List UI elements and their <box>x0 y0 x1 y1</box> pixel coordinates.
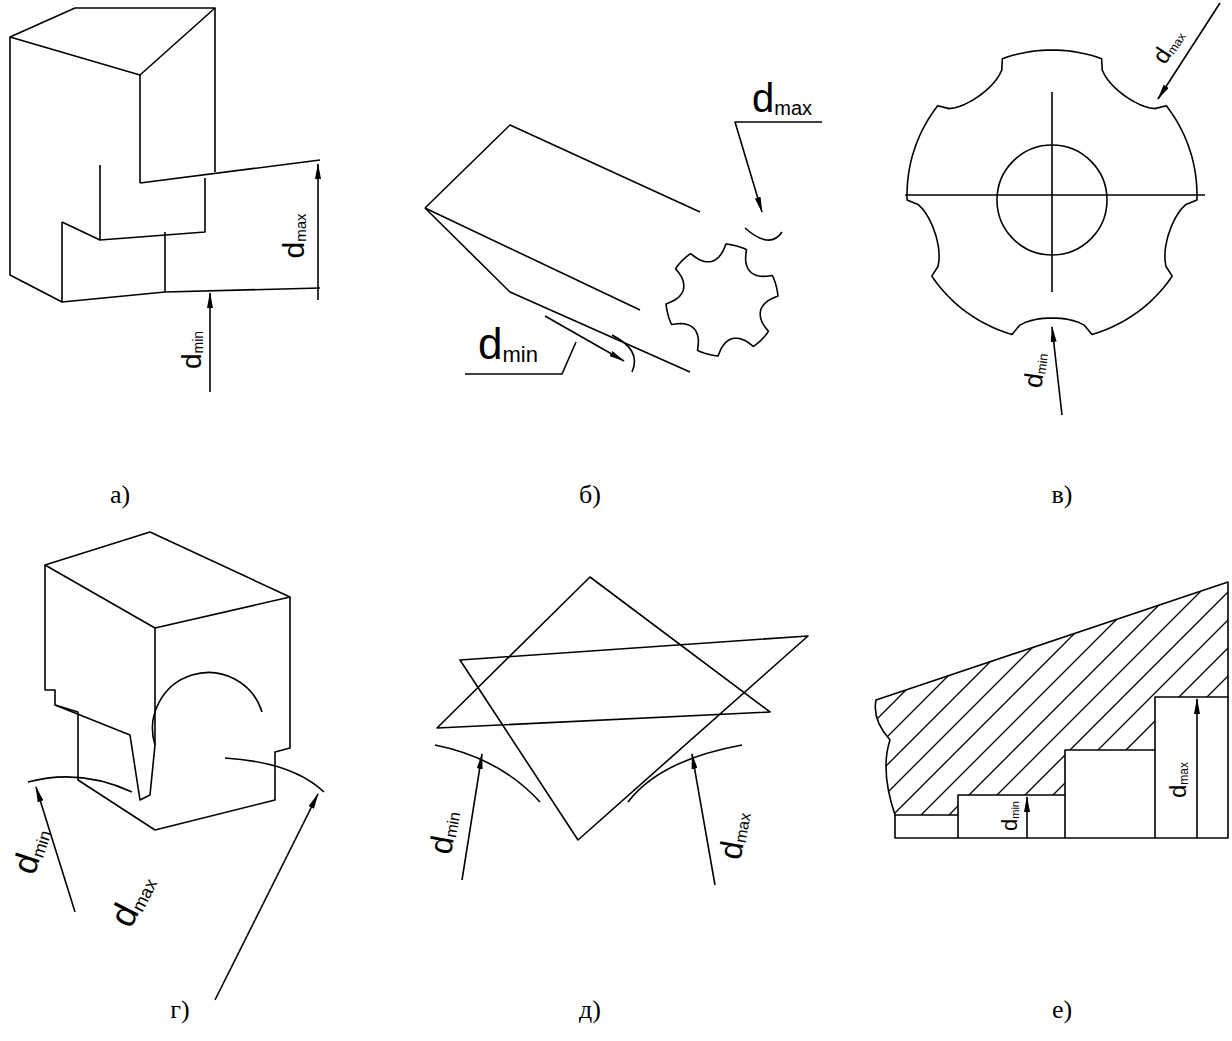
lobed-profile <box>905 3 1220 415</box>
dimension-label: dmax <box>714 809 754 862</box>
dimension-symbol: d <box>478 319 502 368</box>
dimension-label: dmin <box>478 322 538 366</box>
dimension-subscript: min <box>502 342 537 367</box>
dimension-label: dmin <box>424 808 463 857</box>
dimension-subscript: max <box>732 811 754 844</box>
dimension-subscript: max <box>774 97 812 119</box>
triangular-inserts <box>435 577 808 885</box>
profiled-prism <box>425 122 822 374</box>
dimension-symbol: d <box>176 353 207 369</box>
dimension-label: dmin <box>1019 351 1050 390</box>
dimension-symbol: d <box>276 242 309 259</box>
form-cutter <box>28 532 324 1000</box>
stepped-bore-section <box>875 582 1228 838</box>
subfigure-letter: д) <box>579 997 601 1023</box>
subfigure-letter: а) <box>110 482 130 508</box>
dimension-symbol: d <box>752 76 774 120</box>
dimension-subscript: min <box>1033 352 1051 375</box>
dimension-symbol: d <box>997 819 1022 831</box>
dimension-subscript: min <box>1009 801 1021 819</box>
stepped-block <box>10 8 320 392</box>
subfigure-letter: б) <box>579 482 601 508</box>
dimension-label: dmin <box>178 331 206 369</box>
dimension-label: dmin <box>999 801 1021 831</box>
dimension-subscript: max <box>291 213 308 241</box>
dimension-subscript: min <box>190 331 206 354</box>
subfigure-letter: в) <box>1052 482 1073 508</box>
dimension-symbol: d <box>1164 785 1191 798</box>
dimension-subscript: min <box>28 828 55 860</box>
dimension-label: dmin <box>7 822 54 877</box>
dimension-label: dmax <box>1166 762 1190 798</box>
dimension-label: dmax <box>278 213 308 258</box>
dimension-subscript: min <box>442 811 463 839</box>
subfigure-letter: г) <box>170 997 189 1023</box>
dimension-label: dmax <box>104 868 161 932</box>
subfigure-letter: е) <box>1052 997 1072 1023</box>
dimension-subscript: max <box>1177 762 1191 785</box>
dimension-label: dmax <box>752 78 812 118</box>
